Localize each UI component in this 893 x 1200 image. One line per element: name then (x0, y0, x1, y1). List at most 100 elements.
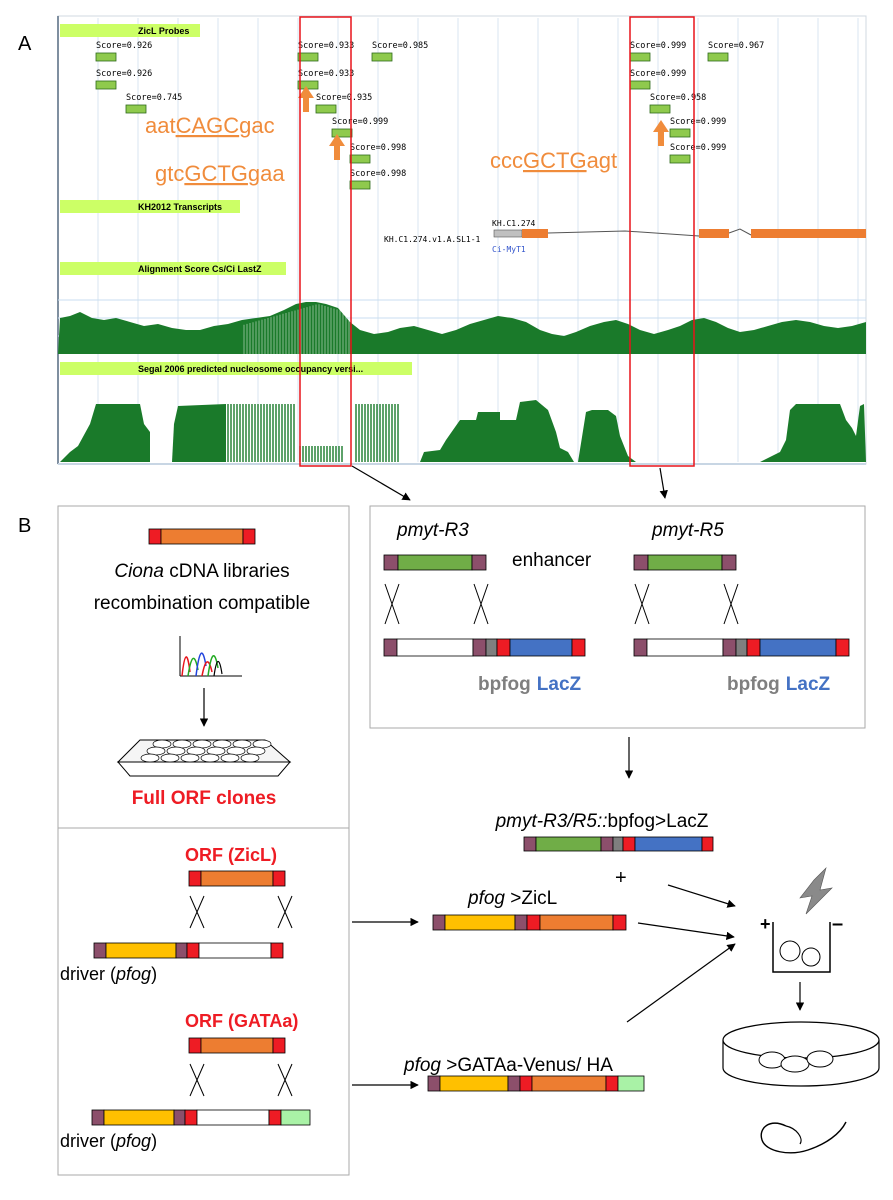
zicl-expression-construct (432, 914, 627, 931)
enhancer-r5-construct (633, 554, 737, 571)
probe-score: Score=0.933 (298, 41, 354, 51)
petri-dish-icon (722, 1021, 880, 1087)
highlight-box-r5 (629, 16, 695, 467)
cdna-libraries-text: Ciona cDNA libraries (114, 561, 289, 582)
left-panel-box (57, 505, 350, 1176)
motif-arrows (298, 86, 669, 160)
enhancer-panel-box (369, 505, 866, 729)
probe-score: Score=0.999 (332, 117, 388, 127)
pmyt-r5-label: pmyt-R5 (651, 520, 724, 541)
probe-box (669, 128, 691, 138)
up-arrow-icon (298, 86, 314, 112)
motif-2: gtcGCTGgaa (155, 161, 285, 186)
reporter-vector-r3 (383, 638, 586, 657)
pmyt-r3-label: pmyt-R3 (396, 520, 469, 541)
orf-gataa-label: ORF (GATAa) (185, 1011, 298, 1031)
probe-score: Score=0.926 (96, 69, 152, 79)
recombination-cross-icon (189, 895, 293, 929)
probe-box (125, 104, 147, 114)
up-arrow-icon (653, 120, 669, 146)
track-label-bg (60, 200, 240, 213)
gene-name: Ci-MyT1 (492, 245, 526, 254)
recombination-cross-icon (384, 583, 739, 625)
gene-id: KH.C1.274 (492, 219, 536, 228)
track-title: Segal 2006 predicted nucleosome occupanc… (138, 364, 363, 374)
probe-box (371, 52, 393, 62)
arrow-r5-to-enhancer (659, 467, 668, 499)
cuvette-minus: – (832, 913, 843, 935)
driver-label-2: driver (pfog) (60, 1131, 157, 1151)
track-title: KH2012 Transcripts (138, 202, 222, 212)
motif-1: aatCAGCgac (145, 113, 275, 138)
arrow-gataa-to-cuvette (626, 943, 736, 1023)
intron-line (547, 230, 700, 237)
zicl-construct-label: pfog >ZicL (467, 888, 557, 909)
panel-b-label: B (18, 515, 31, 537)
probe-score: Score=0.985 (372, 41, 428, 51)
alignment-track (58, 299, 866, 354)
driver-label-1: driver (pfog) (60, 964, 157, 984)
track-title: Alignment Score Cs/Ci LastZ (138, 264, 262, 274)
gataa-expression-construct (427, 1075, 645, 1092)
plus-sign: + (615, 867, 627, 889)
lightning-bolt-icon (799, 866, 833, 915)
highlight-box-r3 (299, 16, 352, 467)
genome-browser (57, 15, 867, 465)
well-plate-icon (116, 739, 292, 777)
cuvette-plus: + (760, 914, 771, 934)
probe-box (315, 104, 337, 114)
arrow-reporter-to-cuvette (667, 884, 736, 908)
probe-box (629, 80, 651, 90)
reporter-construct-label: pmyt-R3/R5::bpfog>LacZ (495, 811, 709, 832)
probe-score: Score=0.967 (708, 41, 764, 51)
probe-box (707, 52, 729, 62)
probe-box (297, 52, 319, 62)
track-title: ZicL Probes (138, 26, 189, 36)
probe-box (297, 80, 319, 90)
chromatogram-icon (179, 636, 242, 677)
recombination-cross-icon (189, 1063, 293, 1097)
probe-score: Score=0.999 (670, 143, 726, 153)
probe-box (95, 80, 117, 90)
nucleosome-bars (227, 404, 399, 462)
enhancer-r3-construct (383, 554, 487, 571)
reporter-construct (523, 836, 714, 852)
intron-line (728, 228, 752, 236)
probe-track: Score=0.926Score=0.926Score=0.745Score=0… (95, 41, 764, 190)
track-header-nucleosome[interactable]: ★ Segal 2006 predicted nucleosome occupa… (60, 362, 412, 375)
vertical-gridlines (97, 18, 859, 462)
transcript-track: KH.C1.274 KH.C1.274.v1.A.SL1-1 Ci-MyT1 (384, 219, 866, 254)
reporter-vector-r5 (633, 638, 850, 657)
track-header-zicl[interactable]: ★ ZicL Probes (60, 24, 200, 37)
recombination-text: recombination compatible (94, 593, 311, 614)
motif-3: cccGCTGagt (490, 148, 617, 173)
probe-score: Score=0.999 (670, 117, 726, 127)
isoform-id: KH.C1.274.v1.A.SL1-1 (384, 235, 481, 244)
probe-score: Score=0.999 (630, 69, 686, 79)
larva-icon (760, 1121, 847, 1154)
probe-box (331, 128, 353, 138)
probe-score: Score=0.998 (350, 143, 406, 153)
probe-score: Score=0.998 (350, 169, 406, 179)
probe-box (669, 154, 691, 164)
full-orf-clones-label: Full ORF clones (132, 788, 277, 809)
track-header-alignment[interactable]: ★ Alignment Score Cs/Ci LastZ (60, 262, 286, 275)
track-label-bg (60, 262, 286, 275)
probe-score: Score=0.926 (96, 41, 152, 51)
probe-score: Score=0.933 (298, 69, 354, 79)
probe-score: Score=0.745 (126, 93, 182, 103)
gataa-construct-label: pfog >GATAa-Venus/ HA (403, 1055, 613, 1076)
track-header-transcripts[interactable]: ★ KH2012 Transcripts (60, 200, 240, 213)
driver-construct-zicl (93, 942, 284, 959)
probe-box (649, 104, 671, 114)
probe-score: Score=0.935 (316, 93, 372, 103)
alignment-bars (243, 304, 350, 354)
utr-box (493, 229, 523, 238)
track-label-bg (60, 24, 200, 37)
probe-score: Score=0.958 (650, 93, 706, 103)
exon-box (699, 229, 729, 238)
cdna-construct (148, 528, 256, 545)
orf-zicl-construct (188, 870, 286, 887)
